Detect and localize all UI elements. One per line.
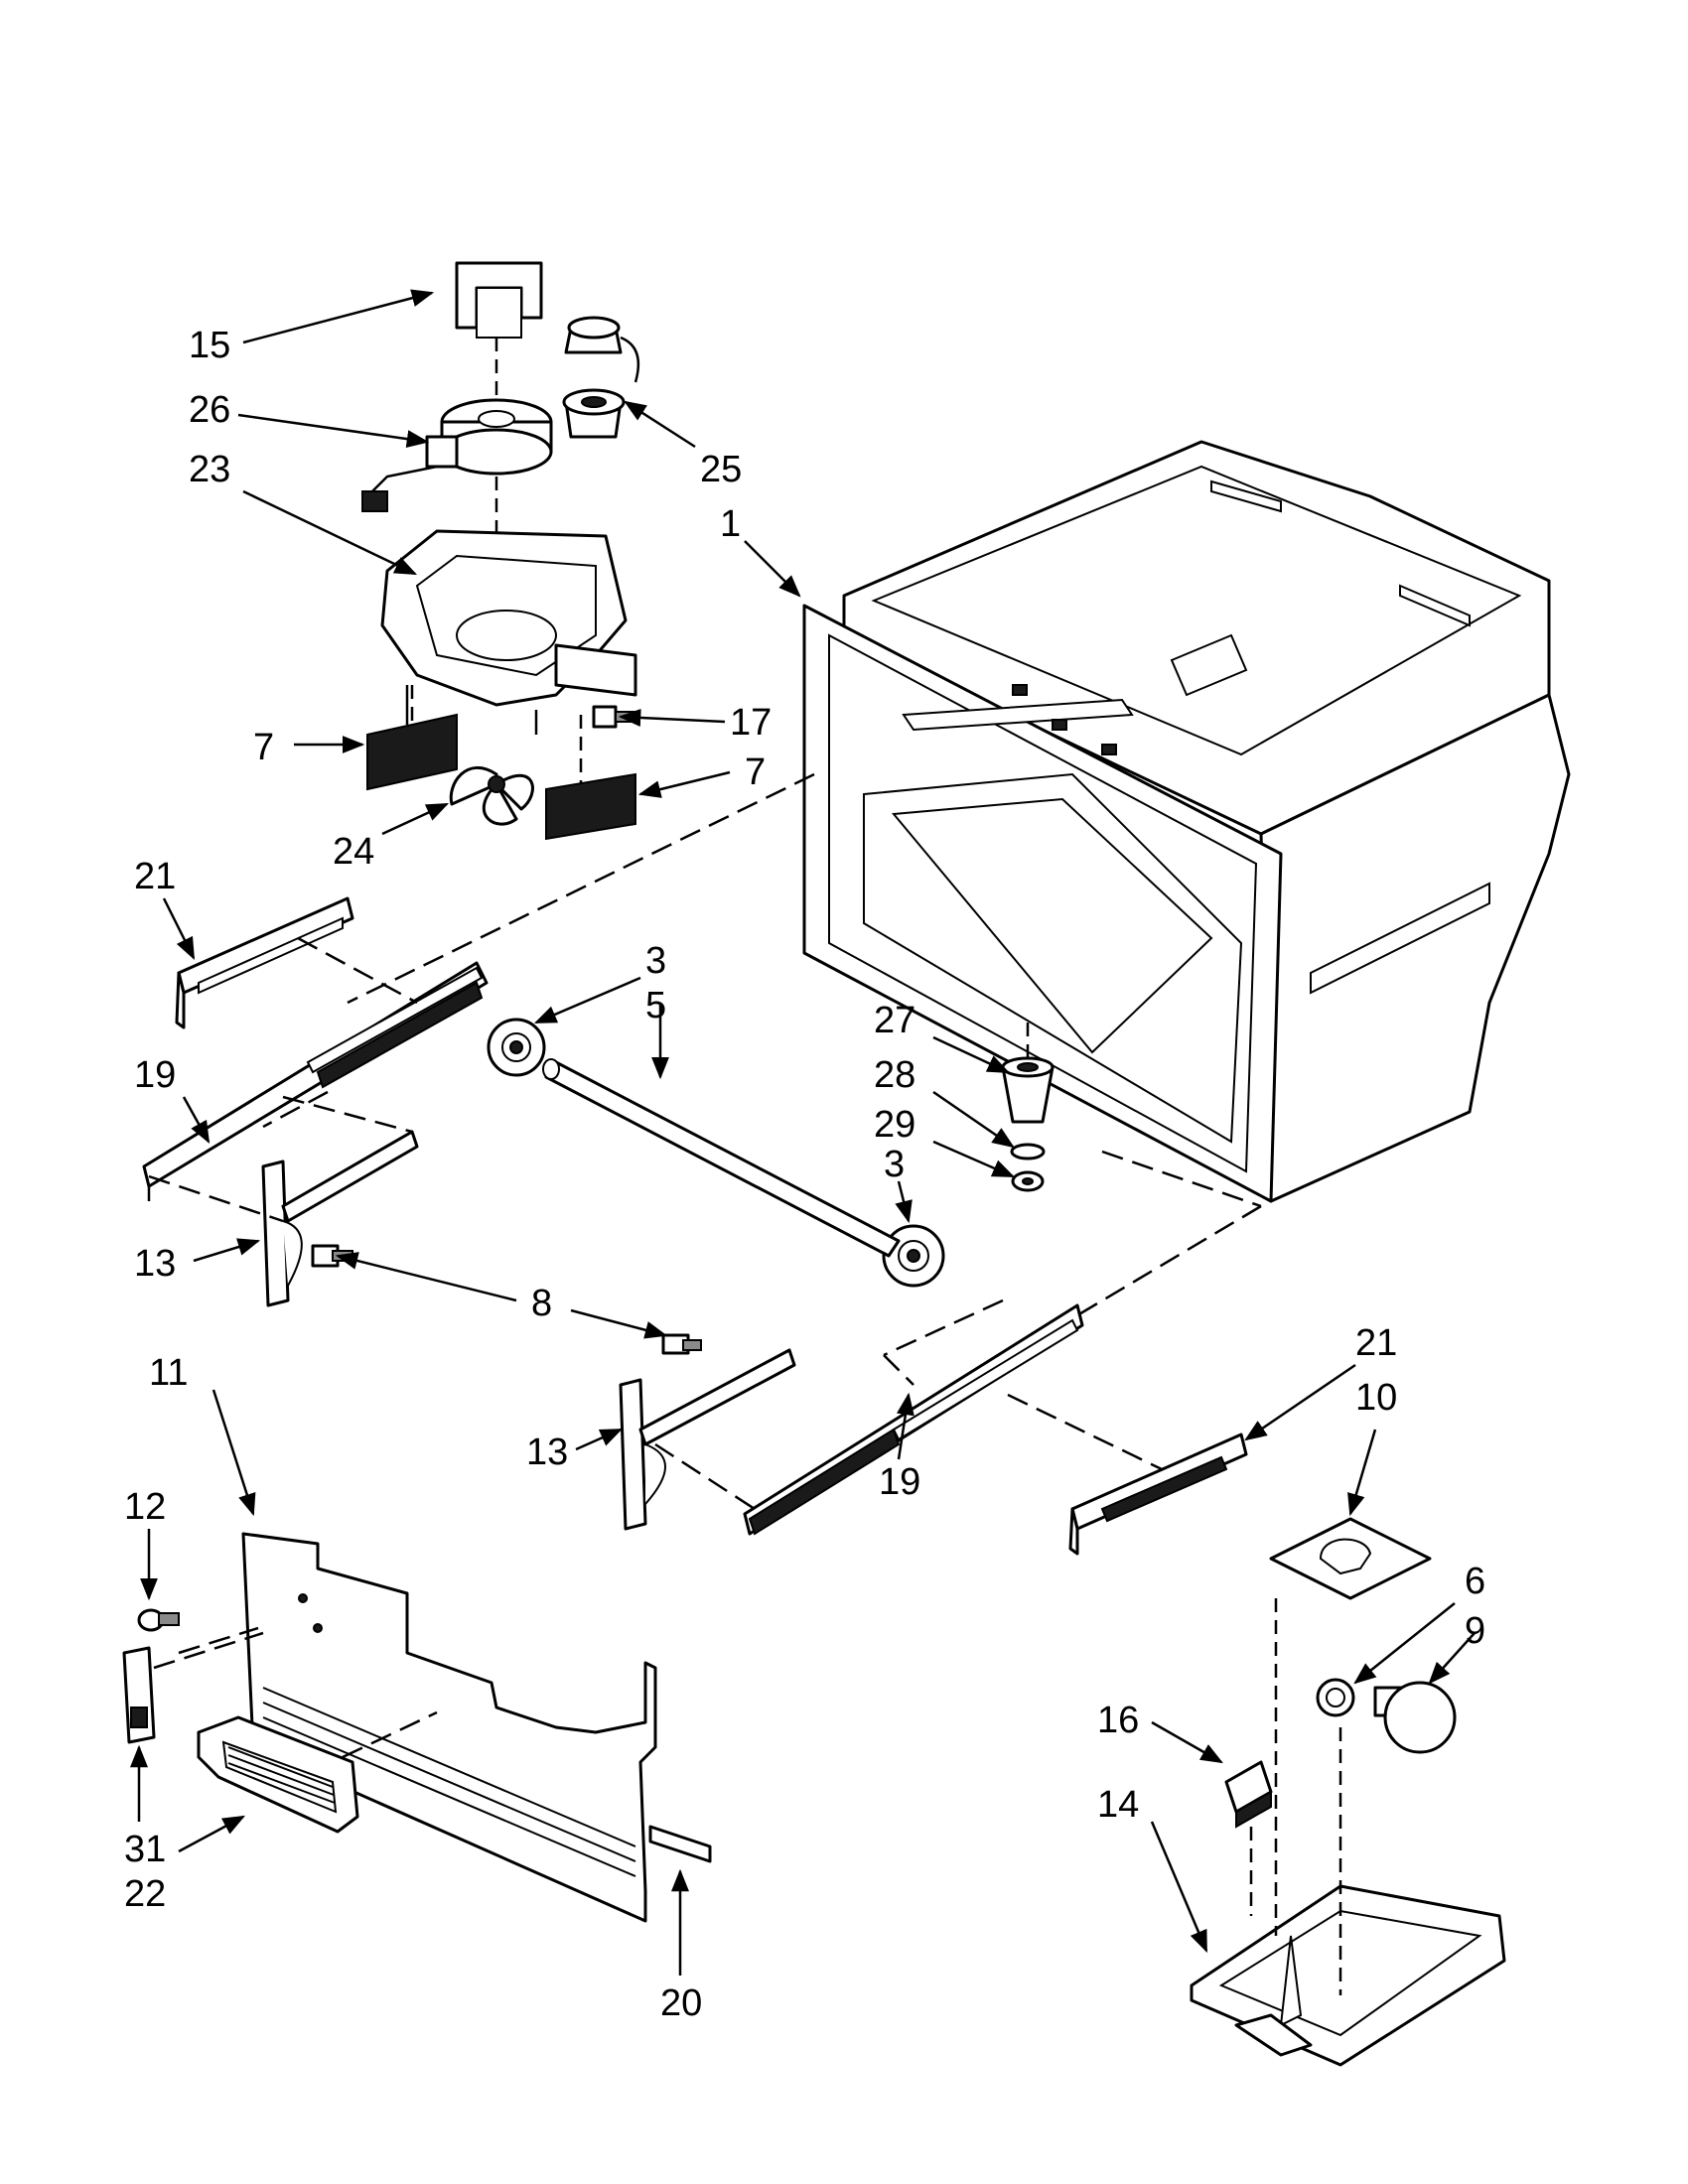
roller-cap <box>1001 1056 1055 1124</box>
callout-13-left: 13 <box>134 1243 176 1285</box>
slide-bracket-left <box>175 896 354 1029</box>
callout-11: 11 <box>149 1352 188 1394</box>
leader-arrows <box>130 289 1476 1976</box>
callout-12: 12 <box>124 1486 166 1528</box>
callout-19-right: 19 <box>879 1461 920 1503</box>
fan-blade <box>449 766 534 826</box>
vent-grille <box>197 1715 359 1834</box>
pinion-gear-upper <box>487 1018 546 1077</box>
callout-3-lower: 3 <box>884 1144 905 1185</box>
light-socket <box>1316 1678 1355 1717</box>
callout-labels: 15 26 23 25 1 17 7 7 24 21 3 5 27 28 29 … <box>124 325 1485 2024</box>
callout-19-left: 19 <box>134 1054 176 1096</box>
callout-3-upper: 3 <box>645 940 666 982</box>
callout-27: 27 <box>874 1000 915 1041</box>
light-switch <box>1224 1760 1273 1829</box>
callout-20: 20 <box>660 1982 702 2024</box>
foam-pad-left <box>366 713 458 791</box>
fan-motor <box>361 398 553 512</box>
callout-22: 22 <box>124 1873 166 1915</box>
grille-mesh <box>227 1746 336 1804</box>
support-bracket-left <box>261 1130 419 1307</box>
callout-14: 14 <box>1097 1784 1139 1826</box>
callout-25: 25 <box>700 449 742 490</box>
callout-26: 26 <box>189 389 230 431</box>
drawer-shaft <box>542 1058 901 1258</box>
pinion-gear-lower <box>882 1224 945 1288</box>
callout-21-right: 21 <box>1355 1322 1397 1364</box>
panel-screw <box>137 1608 180 1632</box>
callout-29: 29 <box>874 1104 915 1146</box>
callout-28: 28 <box>874 1054 915 1096</box>
panel-vent-slots <box>262 1687 636 1877</box>
alignment-lines <box>148 772 1262 1759</box>
callout-17: 17 <box>730 702 772 744</box>
panel-clip <box>122 1646 156 1744</box>
roller-washer <box>1011 1170 1045 1192</box>
fan-motor-bracket <box>455 261 543 339</box>
callout-15: 15 <box>189 325 230 366</box>
callout-16: 16 <box>1097 1700 1139 1741</box>
slide-rail-right <box>743 1303 1084 1536</box>
callout-21-left: 21 <box>134 856 176 897</box>
callout-9: 9 <box>1465 1610 1485 1652</box>
callout-1: 1 <box>720 503 741 545</box>
callout-8: 8 <box>531 1283 552 1324</box>
callout-13-right: 13 <box>526 1432 568 1473</box>
callout-7-left: 7 <box>253 727 274 768</box>
light-housing <box>1190 1884 1506 2067</box>
callout-5: 5 <box>645 985 666 1026</box>
callout-10: 10 <box>1355 1377 1397 1419</box>
callout-31: 31 <box>124 1829 166 1870</box>
support-bracket-right <box>619 1348 796 1531</box>
bracket-screw-left <box>311 1244 353 1268</box>
bracket-screw-right <box>661 1333 702 1355</box>
o-ring <box>1010 1143 1046 1160</box>
sensor-assembly <box>562 316 640 439</box>
fan-housing <box>380 529 637 735</box>
callout-23: 23 <box>189 449 230 490</box>
callout-24: 24 <box>333 831 374 873</box>
slide-bracket-right <box>1068 1433 1248 1556</box>
slide-rail-left <box>142 961 489 1201</box>
drawer-front-panel <box>241 1532 657 1923</box>
gasket-strip <box>648 1825 712 1863</box>
instruction-label <box>1269 1517 1432 1600</box>
callout-7-right: 7 <box>745 751 766 793</box>
light-bulb <box>1373 1681 1457 1754</box>
freezer-drawer-bin <box>802 440 1571 1203</box>
foam-pad-right <box>545 772 636 841</box>
callout-6: 6 <box>1465 1561 1485 1602</box>
